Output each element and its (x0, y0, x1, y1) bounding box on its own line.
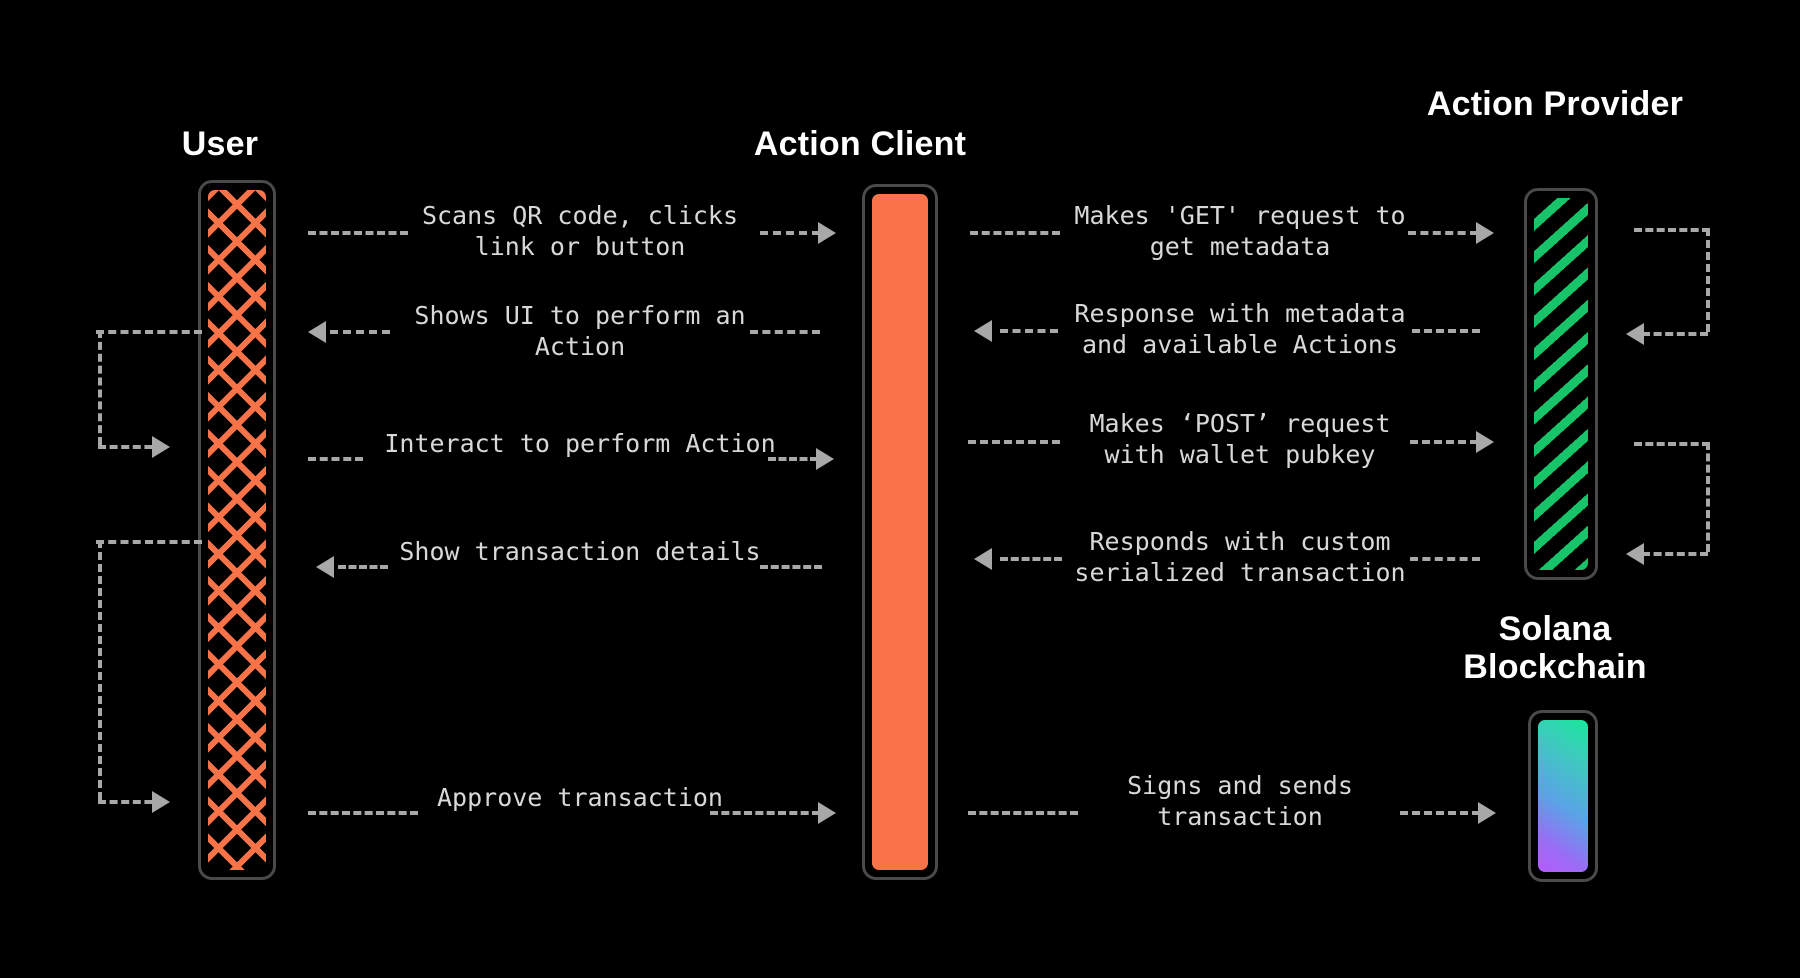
arrowhead-r5 (1478, 802, 1496, 824)
action-provider-stripes (1534, 198, 1588, 570)
arrow-line-r1-left (970, 231, 1060, 235)
arrow-line-r5-right (1400, 811, 1480, 815)
arrowhead-loop-right-2 (1626, 543, 1644, 565)
loop-left-1-top (96, 330, 202, 334)
arrowhead-loop-left-2 (152, 791, 170, 813)
lane-user (198, 180, 276, 880)
arrow-line-m5-right (710, 811, 820, 815)
lane-title-user: User (181, 125, 259, 163)
arrow-line-r4-left (1000, 557, 1062, 561)
arrow-line-m3-left (308, 457, 363, 461)
arrowhead-loop-left-1 (152, 436, 170, 458)
arrow-line-r5-left (968, 811, 1078, 815)
arrowhead-m4 (316, 556, 334, 578)
lane-title-action-client: Action Client (753, 125, 967, 163)
solana-gradient (1538, 720, 1588, 872)
arrow-line-r4-right (1410, 557, 1480, 561)
arrow-line-r3-right (1410, 440, 1478, 444)
arrowhead-r1 (1476, 222, 1494, 244)
arrowhead-r4 (974, 548, 992, 570)
arrow-line-m4-right (760, 565, 822, 569)
user-hatch-pattern (208, 190, 266, 870)
lane-action-provider (1524, 188, 1598, 580)
arrow-line-r2-right (1412, 329, 1480, 333)
message-post-request: Makes ‘POST’ request with wallet pubkey (1089, 409, 1391, 469)
arrow-line-m5-left (308, 811, 418, 815)
arrowhead-m3 (816, 448, 834, 470)
arrowhead-m1 (818, 222, 836, 244)
arrow-line-m2-right (750, 330, 820, 334)
arrow-line-r2-left (1000, 329, 1058, 333)
arrowhead-m5 (818, 802, 836, 824)
lane-title-solana-blockchain: Solana Blockchain (1463, 610, 1647, 686)
lane-solana-blockchain (1528, 710, 1598, 882)
action-client-fill (872, 194, 928, 870)
arrow-line-m2-left (330, 330, 390, 334)
loop-right-2-top (1634, 442, 1710, 446)
lane-title-action-provider: Action Provider (1426, 85, 1684, 123)
loop-right-2-side (1706, 442, 1710, 552)
message-response-metadata: Response with metadata and available Act… (1074, 299, 1406, 359)
message-signs-sends-tx: Signs and sends transaction (1127, 771, 1353, 831)
loop-left-2-bottom (98, 800, 164, 804)
arrow-line-m1-left (308, 231, 408, 235)
message-scans-qr: Scans QR code, clicks link or button (421, 201, 739, 261)
loop-left-2-side (98, 540, 102, 800)
loop-left-2-top (96, 540, 202, 544)
arrowhead-r2 (974, 320, 992, 342)
message-responds-serialized-tx: Responds with custom serialized transact… (1074, 527, 1406, 587)
arrow-line-m3-right (768, 457, 818, 461)
message-interact-perform: Interact to perform Action (384, 429, 776, 458)
arrow-line-r3-left (968, 440, 1060, 444)
message-shows-ui: Shows UI to perform an Action (414, 301, 746, 361)
loop-right-1-side (1706, 228, 1710, 332)
loop-right-1-bottom (1642, 332, 1708, 336)
loop-left-1-side (98, 330, 102, 445)
loop-right-2-bottom (1642, 552, 1708, 556)
arrow-line-m1-right (760, 231, 820, 235)
arrow-line-m4-left (338, 565, 388, 569)
arrowhead-m2 (308, 321, 326, 343)
message-get-request: Makes 'GET' request to get metadata (1074, 201, 1406, 261)
loop-left-1-bottom (98, 445, 164, 449)
arrowhead-loop-right-1 (1626, 323, 1644, 345)
loop-right-1-top (1634, 228, 1710, 232)
arrowhead-r3 (1476, 431, 1494, 453)
lane-action-client (862, 184, 938, 880)
message-show-tx-details: Show transaction details (399, 537, 761, 566)
arrow-line-r1-right (1408, 231, 1478, 235)
message-approve-transaction: Approve transaction (437, 783, 723, 812)
